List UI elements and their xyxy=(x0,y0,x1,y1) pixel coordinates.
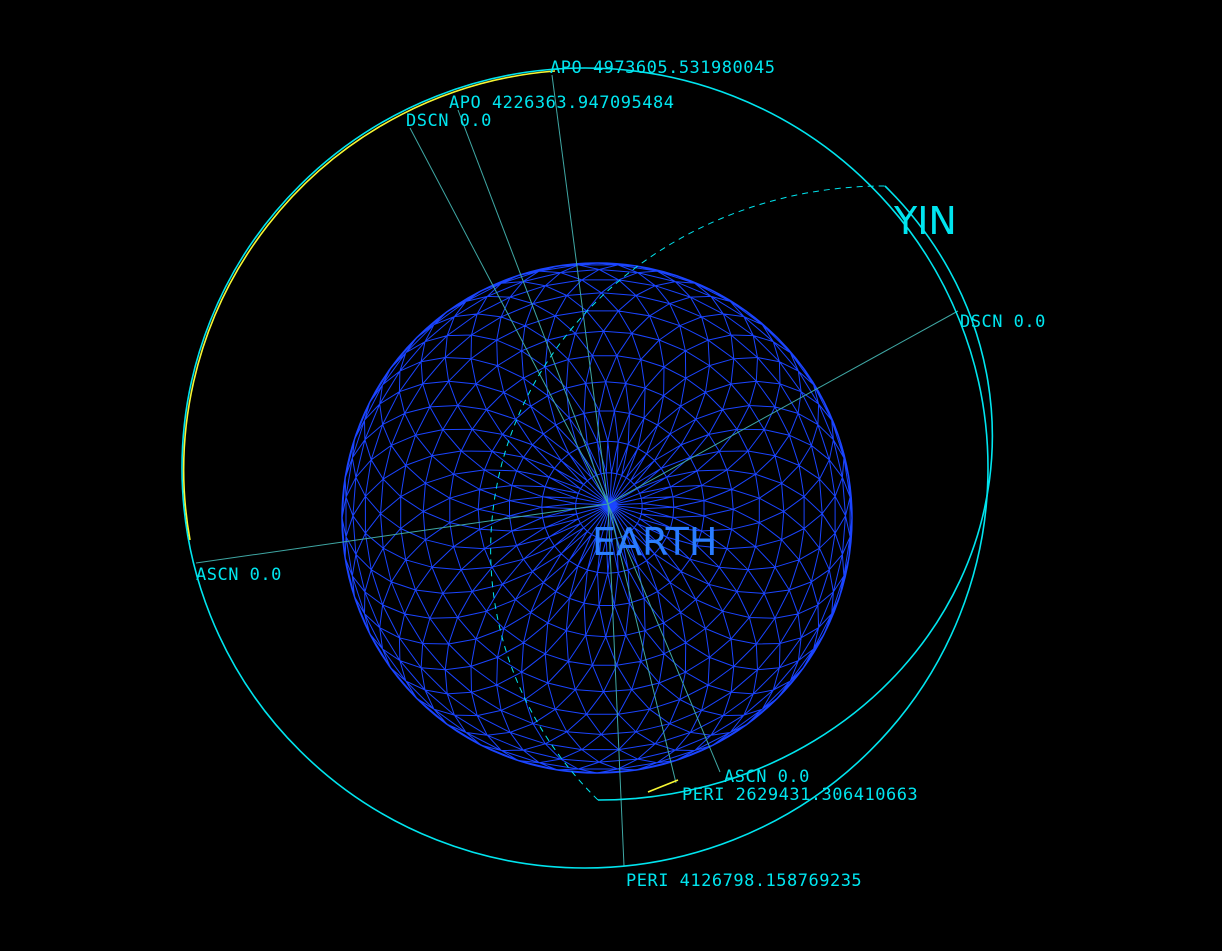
apo-inner-label: APO 4226363.947095484 xyxy=(449,93,674,113)
planet-label: EARTH xyxy=(592,520,717,564)
inner-orbit-dashed xyxy=(490,185,886,801)
planet-outline xyxy=(341,262,853,774)
planet-mesh-lines xyxy=(341,262,853,774)
orbit-highlight-lower xyxy=(647,779,679,793)
node-lines xyxy=(195,74,959,867)
apo-outer-label: APO 4973605.531980045 xyxy=(550,58,775,78)
line-to-ascn-left xyxy=(195,503,609,564)
line-to-dscn-right xyxy=(607,310,959,505)
line-to-dscn-top xyxy=(409,127,609,505)
dscn-right-label: DSCN 0.0 xyxy=(960,312,1046,332)
peri-outer-label: PERI 4126798.158769235 xyxy=(626,871,862,891)
orbit-highlight-upper xyxy=(182,70,556,541)
outer-orbit xyxy=(181,67,989,869)
ascn-left-label: ASCN 0.0 xyxy=(196,565,282,585)
peri-inner-label: PERI 2629431.306410663 xyxy=(682,785,918,805)
line-to-peri-outer xyxy=(607,503,625,867)
dscn-top-label: DSCN 0.0 xyxy=(406,111,492,131)
inner-orbit-solid xyxy=(597,185,994,801)
line-to-ascn-bottom xyxy=(607,503,721,773)
line-to-apo-inner xyxy=(457,109,609,505)
planet-wireframe xyxy=(341,262,853,774)
vessel-label: YIN xyxy=(893,199,957,243)
line-to-peri-inner xyxy=(607,503,677,784)
line-to-apo-outer xyxy=(551,74,609,505)
ascn-bottom-label: ASCN 0.0 xyxy=(724,767,810,787)
